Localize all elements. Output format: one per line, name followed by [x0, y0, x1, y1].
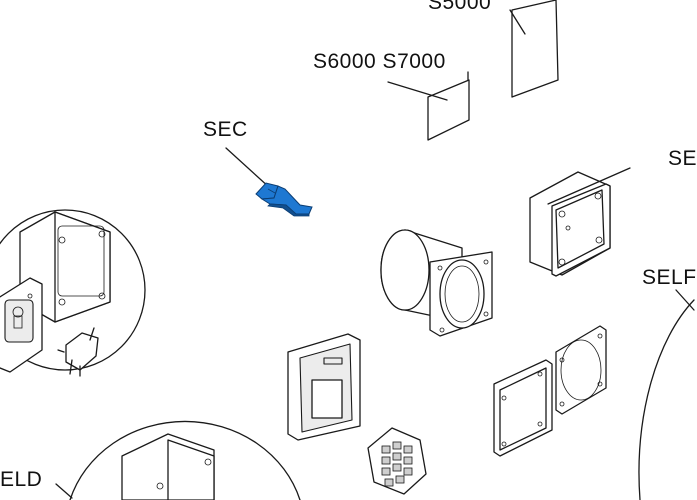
bottom-detail-circle	[55, 420, 301, 500]
label-sec: SEC	[203, 118, 248, 141]
mounting-frames	[493, 325, 607, 457]
left-detail-circle	[0, 209, 146, 377]
self-detail-circle	[638, 289, 695, 500]
cylinder-housing	[380, 229, 493, 337]
reader-panel	[287, 333, 361, 441]
label-s6000-s7000: S6000 S7000	[313, 50, 446, 73]
self-module-box	[529, 167, 631, 277]
s5000-panel	[509, 0, 559, 98]
label-eld: ELD	[0, 468, 43, 491]
label-s5000: S5000	[428, 0, 492, 14]
label-self-top: SE	[668, 147, 697, 170]
label-self-mid: SELF	[642, 266, 697, 289]
s6000-s7000-panel	[387, 71, 470, 141]
sec-leader-line	[225, 147, 271, 189]
sec-key-highlighted[interactable]	[255, 182, 313, 217]
keypad	[367, 427, 427, 495]
